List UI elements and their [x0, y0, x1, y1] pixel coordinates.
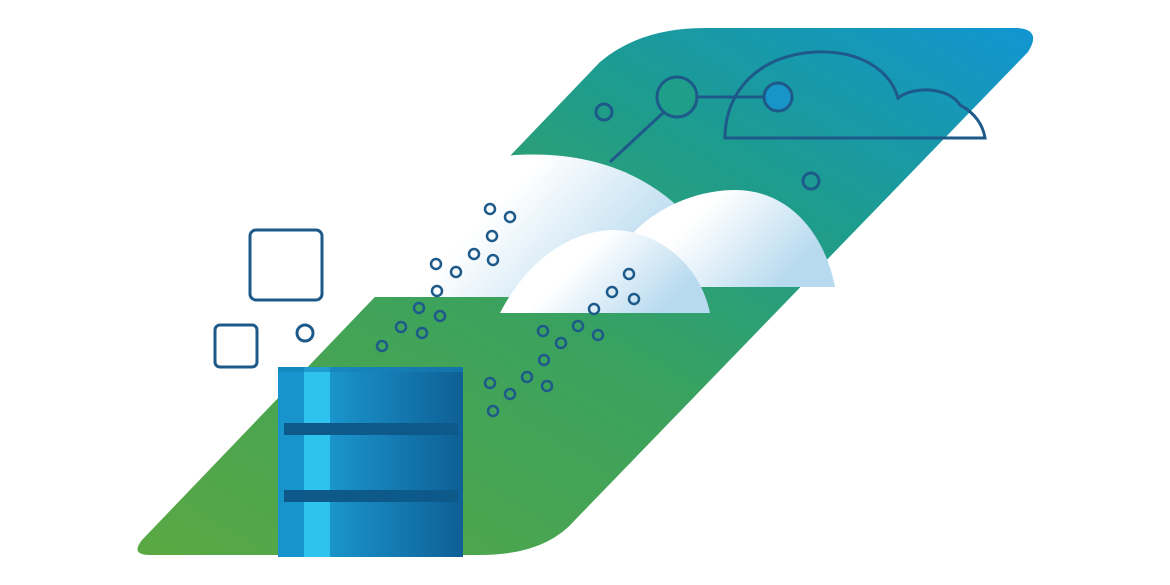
- data-dot-icon: [605, 285, 619, 299]
- data-dot-icon: [520, 370, 534, 384]
- data-dot-icon: [571, 319, 585, 333]
- data-dot-icon: [430, 284, 444, 298]
- data-dot-icon: [412, 301, 426, 315]
- data-dot-icon: [537, 353, 551, 367]
- database-icon: [278, 367, 463, 557]
- data-dot-icon: [429, 257, 443, 271]
- data-dot-icon: [483, 202, 497, 216]
- data-dot-icon: [540, 379, 554, 393]
- data-dot-icon: [486, 253, 500, 267]
- data-dot-icon: [375, 339, 389, 353]
- cloud-shape-small: [500, 230, 710, 313]
- data-dot-icon: [483, 376, 497, 390]
- data-dot-icon: [587, 302, 601, 316]
- network-node-icon: [594, 75, 821, 191]
- data-dot-icon: [415, 326, 429, 340]
- square-outline-icon: [213, 228, 324, 369]
- data-dot-icon: [467, 247, 481, 261]
- data-dot-icon: [433, 309, 447, 323]
- data-dot-icon: [449, 265, 463, 279]
- data-dot-icon: [536, 324, 550, 338]
- data-dot-icon: [394, 320, 408, 334]
- data-dot-icon: [622, 267, 636, 281]
- data-dot-icon: [503, 387, 517, 401]
- cloud-outline-icon: [723, 50, 987, 140]
- data-dot-icon: [591, 328, 605, 342]
- data-dot-icon: [486, 404, 500, 418]
- data-dot-icon: [627, 292, 641, 306]
- data-dot-icon: [554, 336, 568, 350]
- data-dots: [375, 202, 641, 418]
- data-dot-icon: [485, 229, 499, 243]
- data-dot-icon: [503, 210, 517, 224]
